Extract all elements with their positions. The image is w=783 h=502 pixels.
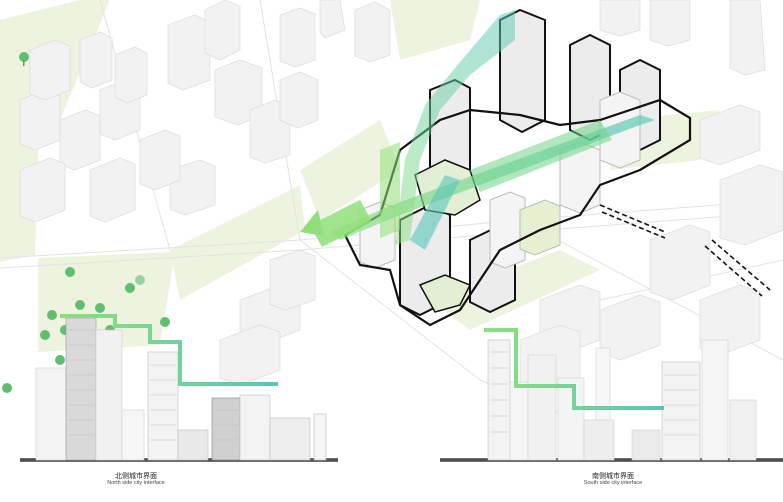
- north-elevation: [36, 318, 326, 460]
- south-interface-caption: 南侧城市界面 South side city interface: [568, 472, 658, 486]
- south-caption-cn: 南侧城市界面: [568, 472, 658, 480]
- north-caption-en: North side city interface: [96, 480, 176, 486]
- north-interface-caption: 北侧城市界面 North side city interface: [96, 472, 176, 486]
- north-caption-cn: 北侧城市界面: [96, 472, 176, 480]
- south-caption-en: South side city interface: [568, 480, 658, 486]
